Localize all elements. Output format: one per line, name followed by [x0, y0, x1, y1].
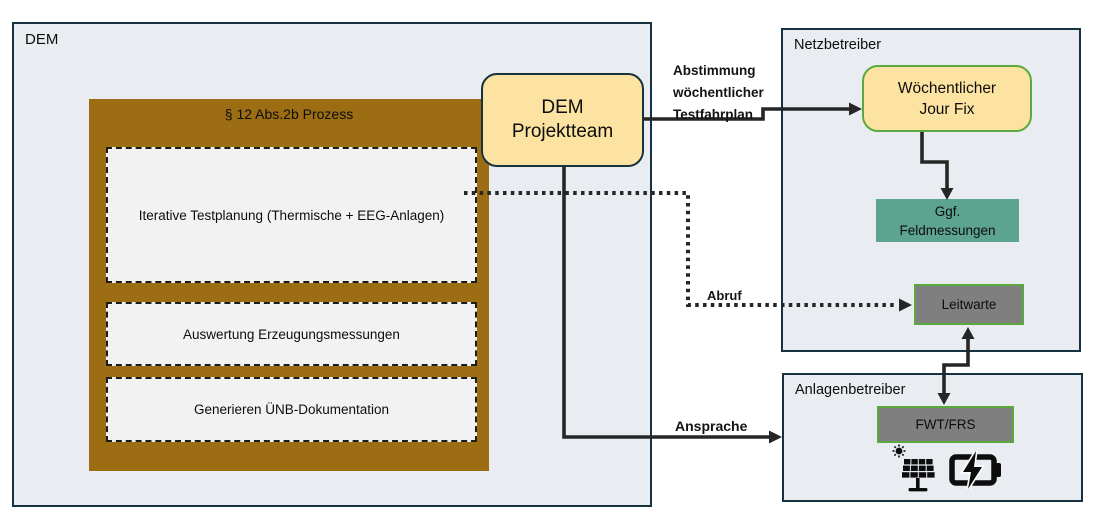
abstimmung-arrow-label: Abstimmung wöchentlicher Testfahrplan [673, 63, 764, 122]
anlagenbetreiber-label: Anlagenbetreiber [795, 382, 906, 398]
fwt-frs-node: FWT/FRS [877, 406, 1014, 443]
netzbetreiber-label: Netzbetreiber [794, 37, 882, 53]
jour-fix-node: Wöchentlicher Jour Fix [862, 65, 1032, 132]
step-generieren-unb-dokumentation: Generieren ÜNB-Dokumentation [106, 377, 477, 442]
ansprache-arrowhead [769, 430, 782, 444]
abruf-arrow-label: Abruf [707, 288, 742, 303]
step-iterative-testplanung: Iterative Testplanung (Thermische + EEG-… [106, 147, 477, 283]
dem-container-label: DEM [25, 31, 59, 48]
step-auswertung-erzeugungsmessungen: Auswertung Erzeugungsmessungen [106, 302, 477, 366]
prozess-group: § 12 Abs.2b Prozess Iterative Testplanun… [89, 99, 489, 471]
battery-charging-icon [949, 450, 1003, 494]
leitwarte-node: Leitwarte [914, 284, 1024, 325]
dem-projektteam-node: DEM Projektteam [481, 73, 644, 167]
feldmessungen-node: Ggf. Feldmessungen [876, 199, 1019, 242]
prozess-title: § 12 Abs.2b Prozess [224, 106, 354, 122]
solar-panel-icon [891, 444, 939, 499]
ansprache-arrow-label: Ansprache [675, 418, 748, 434]
